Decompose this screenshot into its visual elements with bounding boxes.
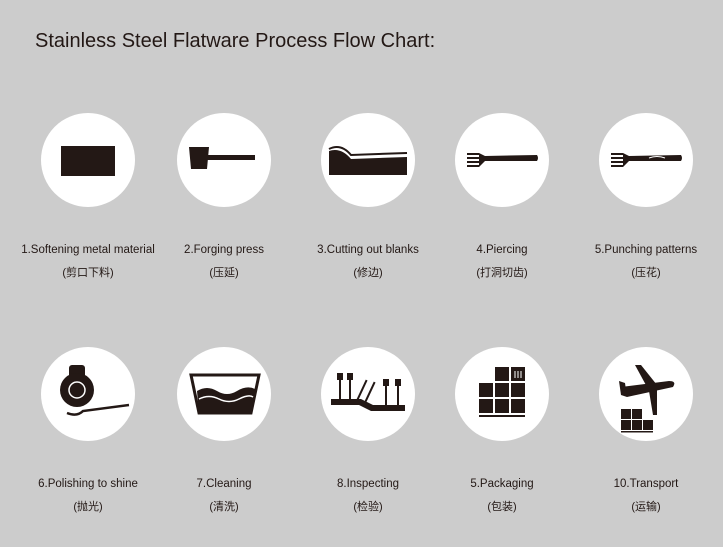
polishing-wheel-icon bbox=[41, 347, 135, 441]
step-5: 5.Punching patterns (压花) bbox=[566, 113, 723, 280]
step-label-zh: (包装) bbox=[487, 501, 517, 513]
step-label: 8.Inspecting bbox=[336, 478, 399, 490]
step-label-zh: (压延) bbox=[209, 267, 239, 279]
step-label: 3.Cutting out blanks bbox=[317, 244, 419, 256]
step-label: 1.Softening metal material bbox=[21, 244, 155, 256]
step-8: 8.Inspecting (检验) bbox=[288, 347, 448, 514]
step-6: 6.Polishing to shine (抛光) bbox=[8, 347, 168, 514]
step-9: 5.Packaging (包装) bbox=[422, 347, 582, 514]
step-label: 10.Transport bbox=[613, 478, 679, 490]
airplane-icon bbox=[599, 347, 693, 441]
forged-blank-icon bbox=[177, 113, 271, 207]
page-title: Stainless Steel Flatware Process Flow Ch… bbox=[35, 30, 436, 52]
step-label: 4.Piercing bbox=[476, 244, 528, 256]
step-4: 4.Piercing (打洞切齿) bbox=[422, 113, 582, 280]
step-10: 10.Transport (运输) bbox=[566, 347, 723, 514]
step-label-zh: (修边) bbox=[353, 267, 383, 279]
step-label-zh: (检验) bbox=[353, 501, 383, 513]
metal-sheet-icon bbox=[41, 113, 135, 207]
step-label: 5.Packaging bbox=[470, 478, 534, 490]
step-1: 1.Softening metal material (剪口下料) bbox=[8, 113, 168, 280]
inspection-line-icon bbox=[321, 347, 415, 441]
step-3: 3.Cutting out blanks (修边) bbox=[288, 113, 448, 280]
boxes-icon bbox=[455, 347, 549, 441]
step-label-zh: (压花) bbox=[631, 267, 661, 279]
wash-basin-icon bbox=[177, 347, 271, 441]
step-label: 2.Forging press bbox=[184, 244, 264, 256]
step-label: 7.Cleaning bbox=[196, 478, 252, 490]
step-label: 5.Punching patterns bbox=[594, 244, 698, 256]
step-label-zh: (运输) bbox=[631, 501, 661, 513]
step-7: 7.Cleaning (清洗) bbox=[144, 347, 304, 514]
cutting-blank-icon bbox=[321, 113, 415, 207]
step-2: 2.Forging press (压延) bbox=[144, 113, 304, 280]
step-label-zh: (打洞切齿) bbox=[476, 267, 528, 279]
step-label-zh: (剪口下料) bbox=[62, 267, 114, 279]
patterned-fork-icon bbox=[599, 113, 693, 207]
fork-icon bbox=[455, 113, 549, 207]
step-label: 6.Polishing to shine bbox=[38, 478, 138, 490]
step-label-zh: (抛光) bbox=[73, 501, 103, 513]
step-label-zh: (清洗) bbox=[209, 501, 239, 513]
